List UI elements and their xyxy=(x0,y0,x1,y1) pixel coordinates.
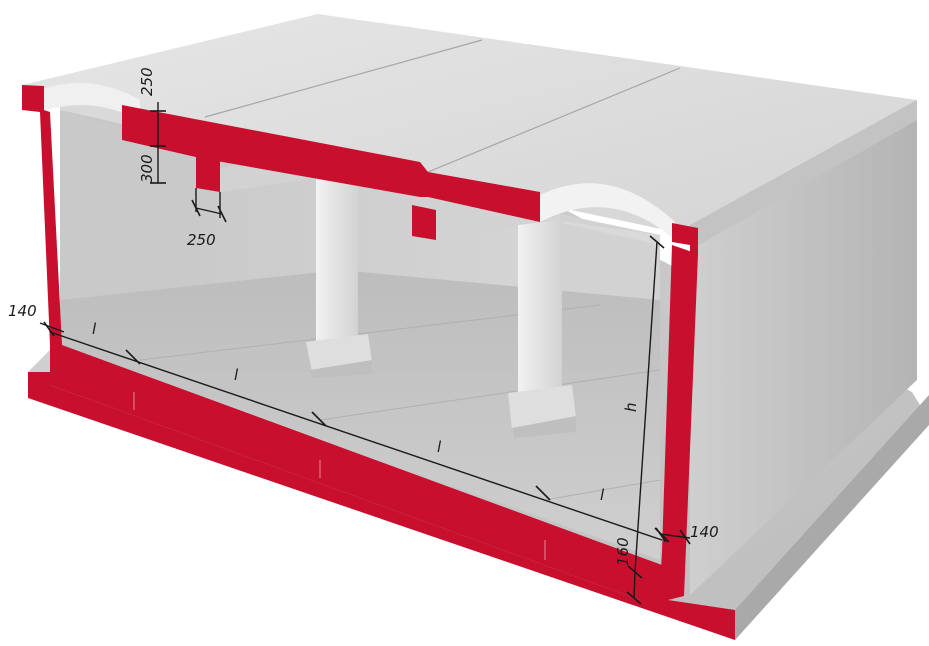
wall-thickness-right-label: 140 xyxy=(690,523,719,541)
right-outer-wall xyxy=(690,108,917,595)
floor-thickness-label: 160 xyxy=(614,537,632,566)
span-label-2: l xyxy=(234,366,239,384)
beam-width-label: 250 xyxy=(187,231,216,249)
red-joint-lines xyxy=(133,392,546,560)
dimension-labels: 250 300 250 140 l l l l h 160 140 xyxy=(8,67,719,566)
column-right xyxy=(508,220,576,438)
section-cut xyxy=(22,85,735,640)
arch-right xyxy=(540,183,675,240)
span-label-3: l xyxy=(437,438,442,456)
beam-depth-label: 300 xyxy=(138,154,156,183)
arch-left xyxy=(40,82,140,120)
span-label-4: l xyxy=(600,486,605,504)
slab-thickness-label: 250 xyxy=(138,67,156,96)
height-label: h xyxy=(622,402,640,412)
dimension-lines xyxy=(39,102,691,605)
span-label-1: l xyxy=(92,320,97,338)
ceiling xyxy=(60,90,660,245)
roof-surface xyxy=(22,14,917,250)
column-left xyxy=(306,172,372,378)
wall-thickness-left-label: 140 xyxy=(8,302,37,320)
